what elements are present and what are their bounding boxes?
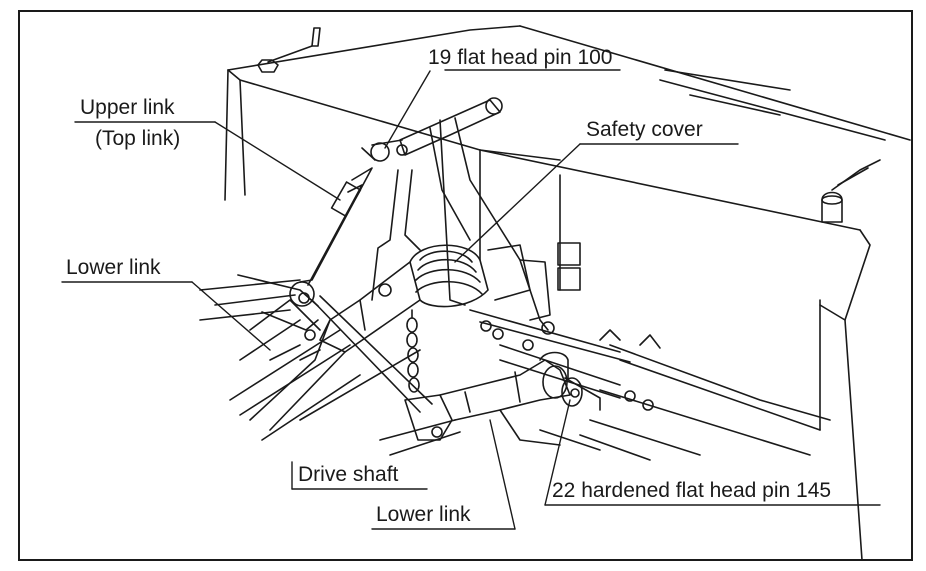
lower-link-left bbox=[199, 274, 321, 361]
safety-cover-leader bbox=[454, 143, 581, 263]
label-pin-22: 22 hardened flat head pin 145 bbox=[552, 479, 832, 502]
body-window bbox=[557, 242, 581, 291]
label-pin-19: 19 flat head pin 100 bbox=[428, 46, 613, 69]
label-drive-shaft: Drive shaft bbox=[298, 463, 399, 486]
lower-link-bottom-leader bbox=[489, 419, 516, 530]
crank-handle bbox=[257, 27, 321, 73]
label-top-link: (Top link) bbox=[95, 127, 181, 150]
machine-body bbox=[224, 25, 911, 561]
lower-link-left-leader bbox=[191, 281, 271, 351]
figure-frame bbox=[18, 10, 913, 561]
mount-knob bbox=[821, 159, 881, 223]
drive-shaft-lines bbox=[229, 329, 421, 441]
pin-22-leader bbox=[544, 399, 571, 506]
label-lower-link-bottom: Lower link bbox=[376, 503, 471, 526]
safety-chain bbox=[406, 309, 420, 393]
a-frame-bracket bbox=[361, 97, 555, 335]
label-safety-cover: Safety cover bbox=[586, 118, 703, 141]
check-rod bbox=[311, 295, 461, 456]
pin-19-leader bbox=[384, 70, 431, 149]
pto-shaft bbox=[249, 244, 531, 431]
upper-link bbox=[289, 167, 373, 307]
leader-lines bbox=[61, 69, 881, 530]
label-upper-link: Upper link bbox=[80, 96, 175, 119]
upper-link-leader bbox=[214, 121, 341, 201]
frame-rails bbox=[469, 309, 831, 461]
label-lower-link-left: Lower link bbox=[66, 256, 161, 279]
